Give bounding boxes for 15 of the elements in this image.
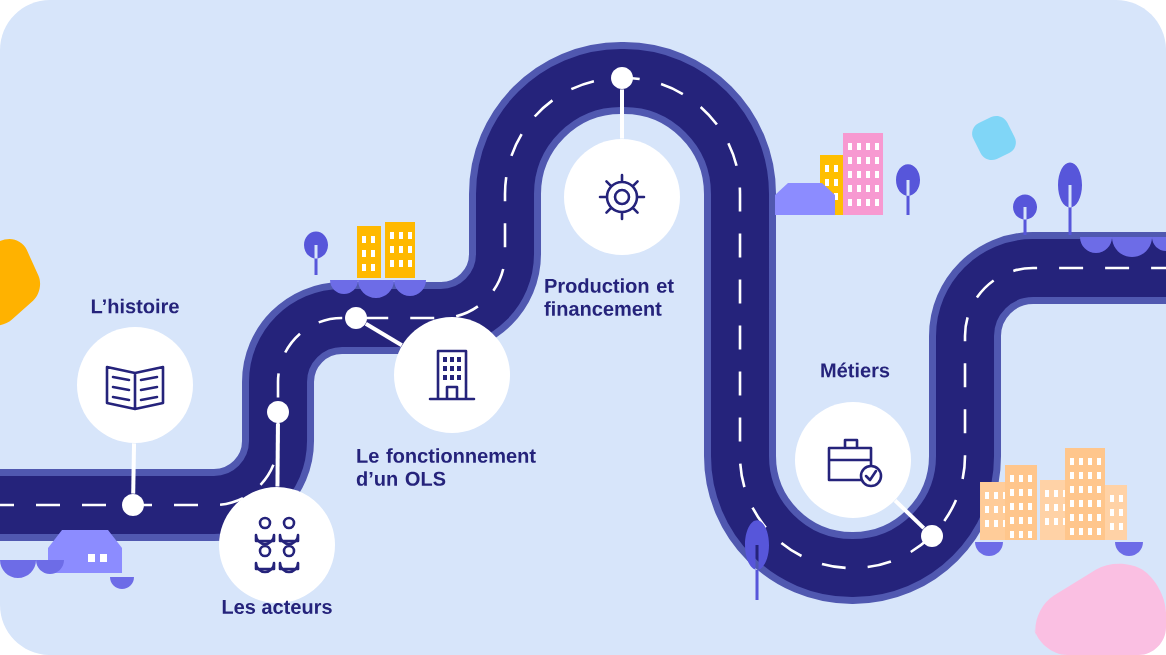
- road-dot: [345, 307, 367, 329]
- road-dot: [611, 67, 633, 89]
- step-label: Métiers: [821, 362, 890, 378]
- road-dot: [921, 525, 943, 547]
- leader-line: [893, 499, 926, 530]
- road-dot: [122, 494, 144, 516]
- leader-line: [275, 423, 280, 487]
- leader-line: [620, 89, 624, 139]
- leader-line: [131, 443, 137, 494]
- step-label: Les acteurs: [222, 600, 332, 614]
- step-label: Le fonctionnement d’un OLS: [356, 448, 536, 486]
- leader-line: [364, 322, 403, 347]
- step-label: Production et financement: [544, 278, 674, 316]
- step-label: L’histoire: [91, 298, 179, 314]
- road-dot: [267, 401, 289, 423]
